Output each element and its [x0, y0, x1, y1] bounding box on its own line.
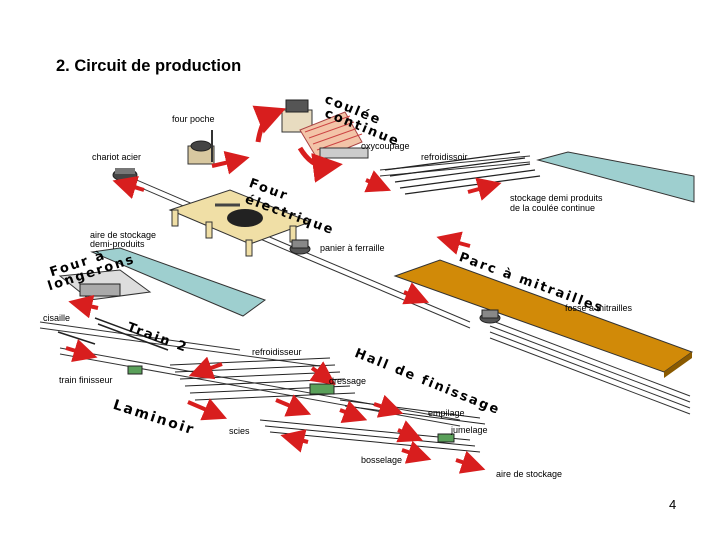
fosse-a-mitrailles-pit — [393, 259, 694, 373]
label-fosse-a-mitrailles: fosse à mitrailles — [565, 303, 633, 313]
stockage-demi-produits-area — [536, 151, 695, 203]
panier-a-ferraille — [289, 239, 311, 255]
coulee-continue-machine — [281, 99, 369, 161]
label-refroidissoir: refroidissoir — [421, 152, 468, 162]
four-a-longerons — [58, 269, 152, 301]
label-refroidisseur: refroidisseur — [252, 347, 302, 357]
label-cisaille: cisaille — [43, 313, 71, 323]
refroidissoir-rack — [384, 151, 541, 195]
aire-stockage-demi-produits-area — [90, 247, 267, 317]
conveyor-tracks — [39, 155, 691, 427]
label-aire-stockage-demi: aire de stockage — [90, 230, 157, 240]
label-stockage-demi-produits: stockage demi produits — [510, 193, 603, 203]
label-demi-produits: demi-produits — [90, 239, 145, 249]
flow-arrows — [65, 105, 502, 474]
chariot-acier — [112, 168, 138, 182]
label-jumelage: jumelage — [451, 425, 488, 435]
jumelage-station — [437, 433, 455, 443]
fosse-basket — [479, 309, 501, 324]
page-number: 4 — [669, 497, 677, 512]
label-panier-a-ferraille: panier à ferraille — [320, 243, 385, 253]
four-electrique-platform — [168, 189, 312, 257]
label-chariot-acier: chariot acier — [92, 152, 142, 162]
page-title: 2. Circuit de production — [56, 57, 242, 75]
four-poche-machine — [187, 130, 215, 165]
label-four-poche: four poche — [172, 114, 215, 124]
fosse-edge — [664, 352, 692, 378]
label-train-finisseur: train finisseur — [59, 375, 113, 385]
label-de-la-coulee-continue: de la coulée continue — [510, 203, 596, 213]
label-oxycoupage: oxycoupage — [361, 141, 410, 151]
label-aire-de-stockage: aire de stockage — [496, 469, 563, 479]
label-bosselage: bosselage — [361, 455, 403, 465]
label-dressage: dressage — [329, 376, 367, 386]
label-scies: scies — [229, 426, 250, 436]
train-finisseur-station — [127, 365, 143, 375]
label-empilage: empilage — [428, 408, 465, 418]
